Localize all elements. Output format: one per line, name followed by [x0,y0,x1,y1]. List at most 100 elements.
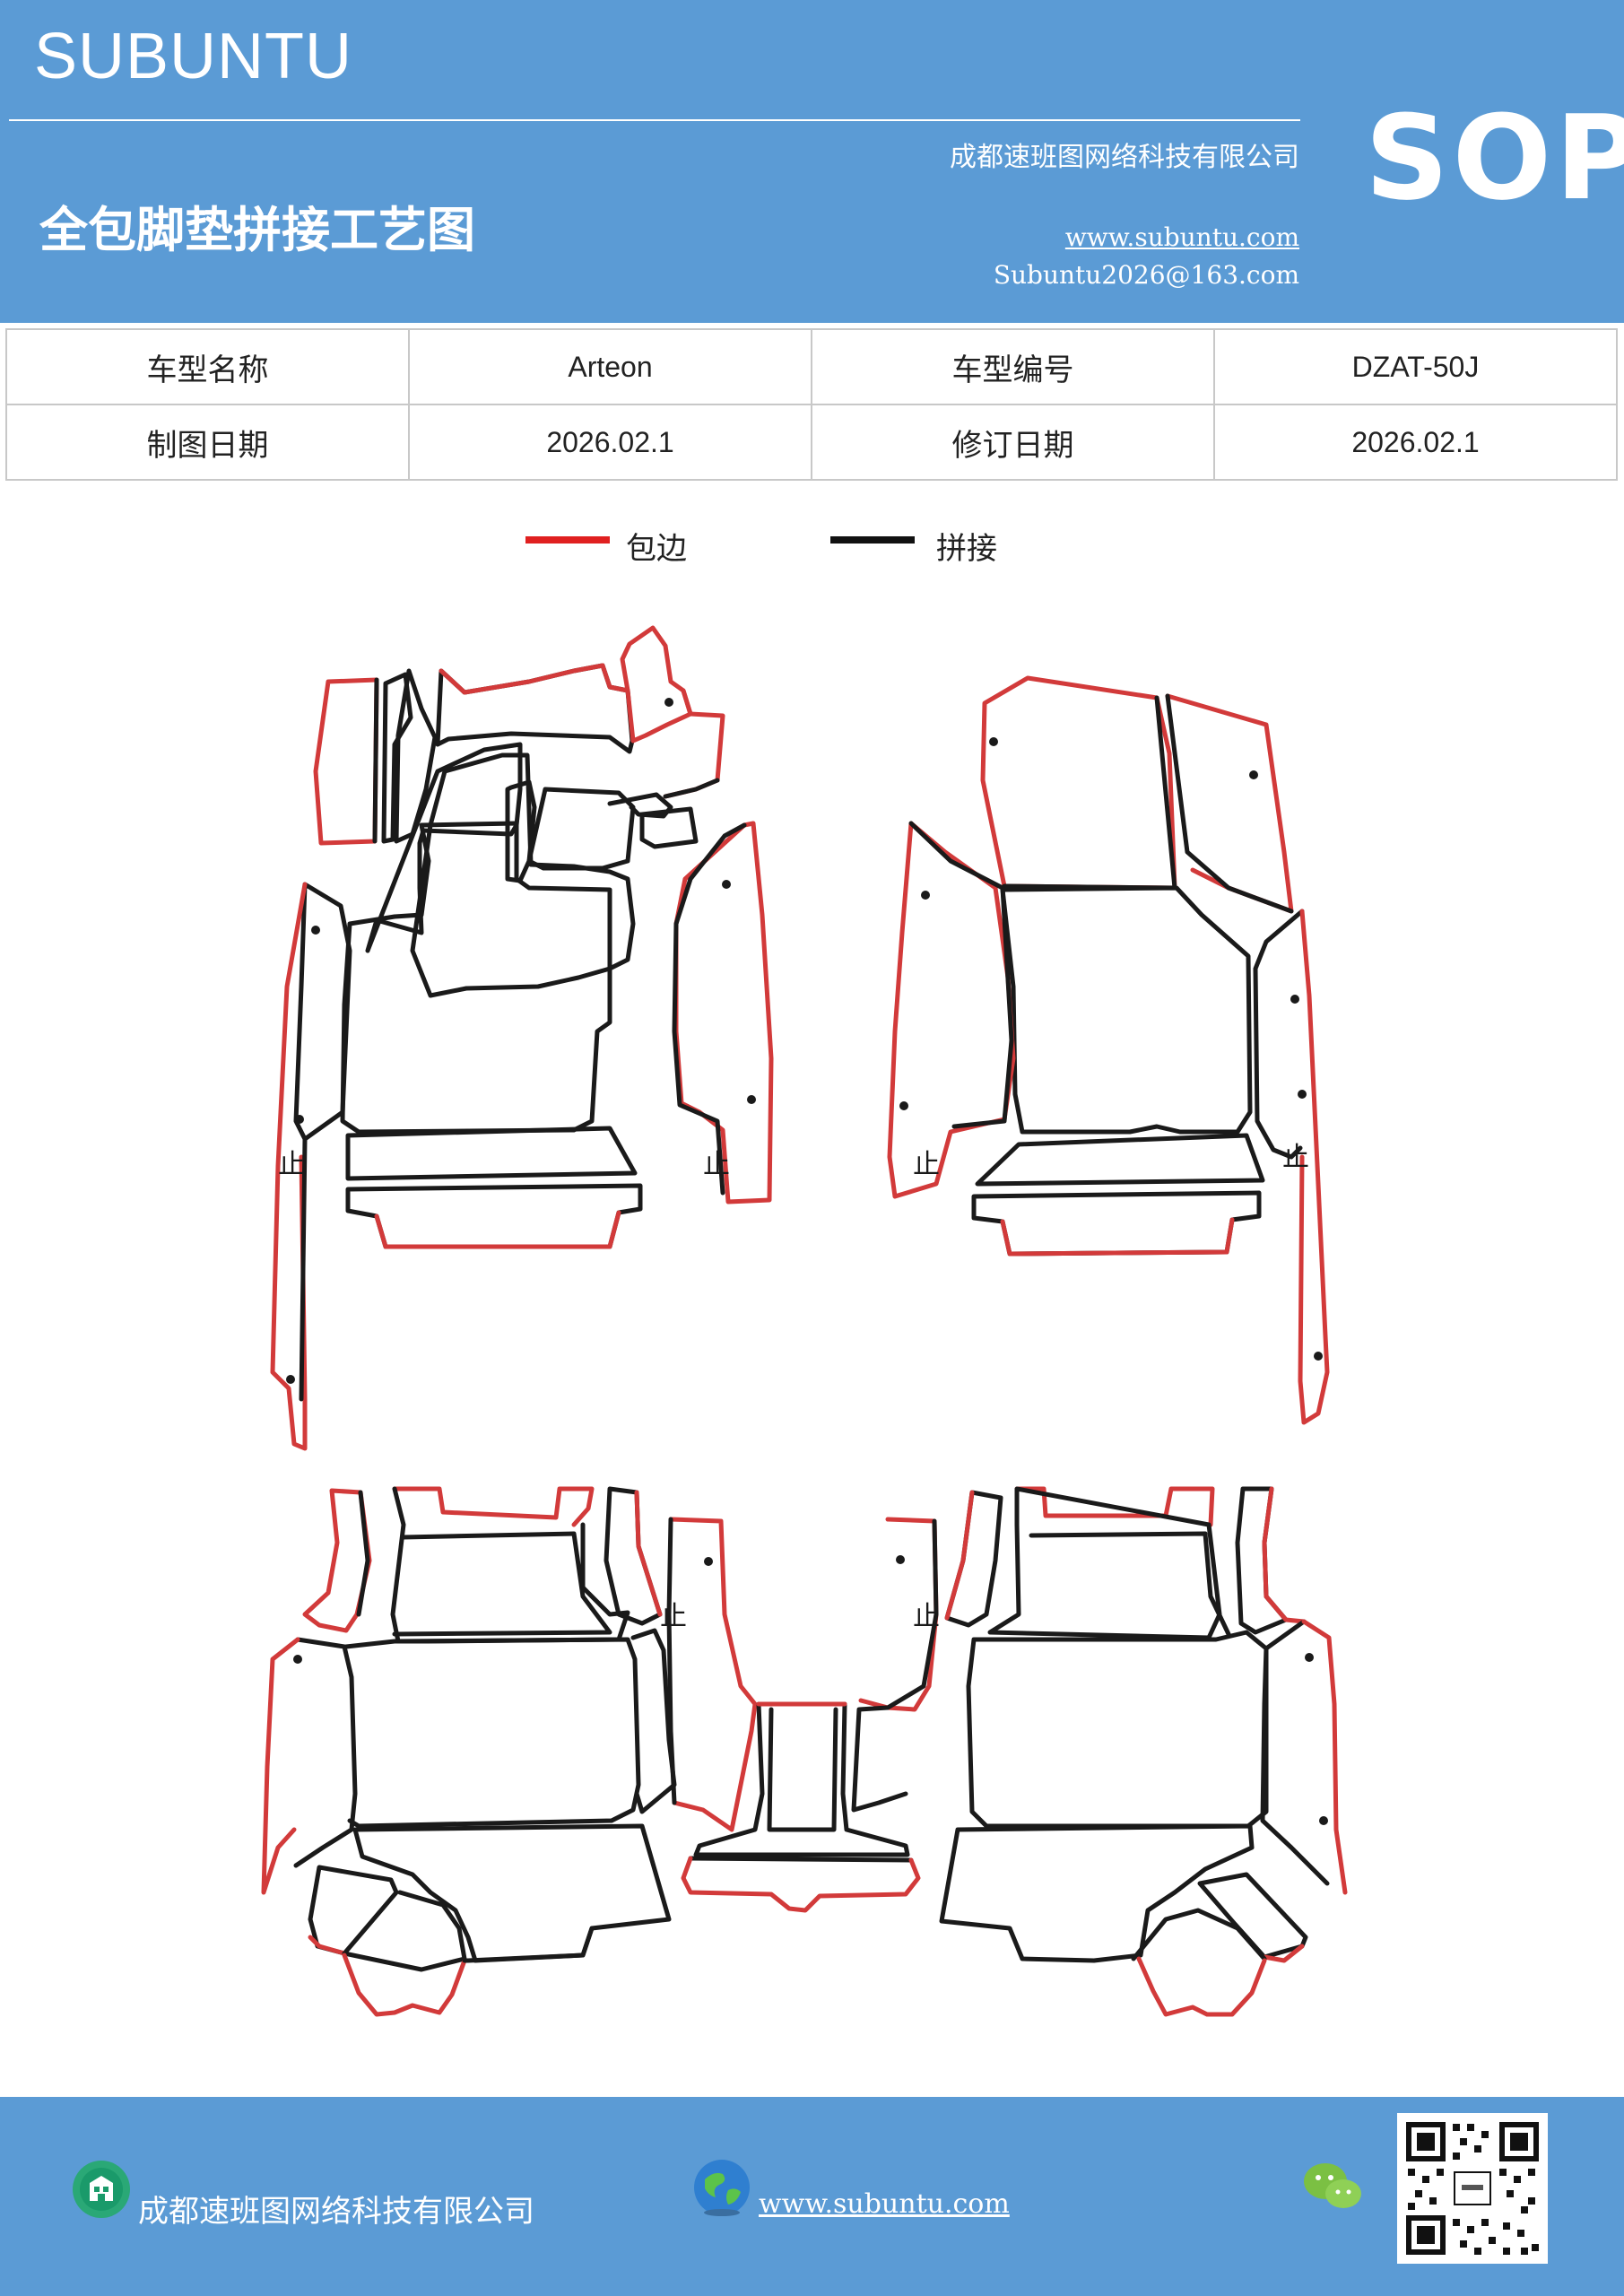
mount-dot [664,698,673,707]
mounting-dots [286,698,1328,1825]
mat-piece [1002,695,1177,891]
header-website-link[interactable]: www.subuntu.com [1064,222,1299,252]
mat-piece [261,1637,300,1895]
mat-piece [374,1210,621,1249]
mat-piece [767,1707,838,1832]
mat-piece [987,1486,1222,1640]
footer-website-link[interactable]: www.subuntu.com [759,2188,1010,2220]
mount-dot [1314,1352,1323,1361]
sop-badge: SOP [1365,90,1624,226]
mount-dot [1305,1653,1314,1662]
mat-piece [693,1701,910,1857]
draw-date-label: 制图日期 [5,404,410,481]
mat-piece [939,1823,1255,1963]
front-right-mat-group [887,675,1330,1425]
mat-piece [1165,693,1294,914]
mat-piece [604,1486,663,1626]
table-row: 制图日期 2026.02.1 修订日期 2026.02.1 [5,404,1618,481]
mat-piece [308,1935,347,1956]
mat-piece [439,663,630,695]
mount-dot [989,737,998,746]
stop-markers: 止 止 止 止 止 止 [278,1142,1309,1632]
mat-piece [313,677,379,846]
mat-piece [887,821,1016,1199]
header-company: 成都速班图网络科技有限公司 [950,142,1299,173]
revision-date-label: 修订日期 [811,404,1215,481]
mat-piece [971,1190,1262,1257]
mat-piece [352,1823,672,1963]
mat-piece [390,1486,630,1644]
mat-piece [299,1136,308,1402]
wechat-icon [1304,2163,1361,2208]
document-title: 全包脚垫拼接工艺图 [39,202,475,258]
mat-piece [293,882,352,1142]
mat-piece [1260,1619,1330,1886]
mat-piece [681,688,693,717]
floor-mat-drawing: 止 止 止 止 止 止 [261,625,1348,2017]
rear-left-mat-group [261,1486,758,2017]
building-icon [73,2161,130,2218]
mat-piece [668,1517,758,1832]
mat-piece [392,1486,595,1527]
mat-piece [343,1637,641,1829]
mat-piece [308,1865,399,1956]
legend-seam-label: 拼接 [936,531,997,567]
model-name-value: Arteon [408,328,812,405]
mat-piece [639,806,699,849]
mat-piece [392,1531,612,1637]
mount-dot [921,891,930,900]
mat-piece [394,668,438,844]
mat-piece [966,1630,1269,1829]
mat-piece [1165,693,1294,914]
model-name-label: 车型名称 [5,328,410,405]
mount-dot [747,1095,756,1104]
mat-piece [1131,1908,1267,1961]
mat-piece [410,752,636,998]
stop-marker: 止 [1282,1142,1309,1173]
mat-piece [505,779,537,883]
mount-dot [1298,1090,1307,1099]
stop-marker: 止 [703,1149,730,1180]
draw-date-value: 2026.02.1 [408,404,812,481]
mat-piece [356,1490,370,1617]
mat-piece [1262,1944,1305,1963]
header-email: Subuntu2026@163.com [993,260,1299,290]
mat-piece [980,675,1177,891]
revision-date-value: 2026.02.1 [1213,404,1618,481]
stop-marker: 止 [913,1601,940,1632]
header-divider [9,119,1300,121]
mat-piece [293,1637,358,1868]
mat-piece [944,1490,1003,1628]
mount-dot [704,1557,713,1566]
mount-dot [1290,995,1299,1004]
mat-piece [526,787,636,871]
mat-piece [1029,1531,1231,1637]
mat-piece [372,677,379,844]
mat-piece [1253,909,1305,1160]
mat-piece [634,1490,663,1617]
mount-dot [311,926,320,935]
mat-piece [1000,885,1253,1135]
mat-piece [1000,1217,1235,1257]
mat-piece [270,882,308,1451]
legend-edge-label: 包边 [626,531,687,567]
mount-dot [896,1555,905,1564]
mat-piece [688,1856,914,1863]
header-banner: SUBUNTU 成都速班图网络科技有限公司 全包脚垫拼接工艺图 www.subu… [0,0,1624,323]
stop-marker: 止 [660,1601,687,1632]
mount-dot [295,1115,304,1124]
model-code-value: DZAT-50J [1213,328,1618,405]
mount-dot [286,1375,295,1384]
vehicle-info-table: 车型名称 Arteon 车型编号 DZAT-50J 制图日期 2026.02.1… [5,328,1618,481]
mount-dot [293,1655,302,1664]
mat-piece [345,1126,638,1181]
mat-piece [681,1856,921,1913]
brand-name: SUBUNTU [34,21,353,92]
mat-piece [663,778,720,799]
rear-right-mat-group [851,1486,1348,2017]
mat-piece [1298,909,1330,1425]
mat-piece [666,1517,677,1805]
stop-marker: 止 [913,1149,940,1180]
mount-dot [1319,1816,1328,1825]
mat-piece [944,1490,975,1621]
